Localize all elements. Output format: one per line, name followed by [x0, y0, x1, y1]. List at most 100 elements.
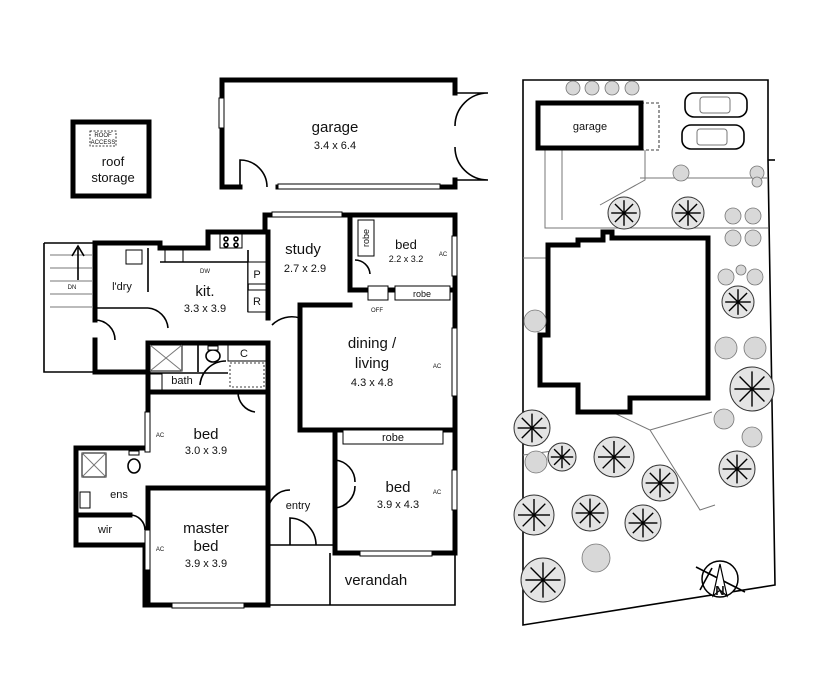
- tree-icon: [571, 494, 609, 532]
- bath-area: C bath: [145, 340, 271, 413]
- robe-small-label: robe: [361, 229, 371, 247]
- study: study 2.7 x 2.9: [271, 211, 343, 275]
- bed2-door: [354, 259, 371, 275]
- garage-side-door: [239, 159, 268, 188]
- roof-storage-label: roof: [102, 154, 125, 169]
- tree-icon: [513, 494, 555, 536]
- garage-size: 3.4 x 6.4: [314, 140, 356, 152]
- living-ac: AC: [433, 364, 442, 370]
- north-label: N: [715, 583, 724, 598]
- dining-living: AC dining / living 4.3 x 4.8: [348, 327, 458, 397]
- tree-icon: [718, 450, 756, 488]
- bed-2: robe robe OFF AC bed 2.2 x 3.2: [354, 219, 458, 314]
- bed4-ac: AC: [433, 490, 442, 496]
- kitchen: P R DW kit. 3.3 x 3.9: [160, 233, 301, 326]
- verandah-label: verandah: [345, 572, 408, 589]
- shrub-cluster: [523, 80, 767, 573]
- entry-label: entry: [286, 500, 311, 512]
- tree-icon: [513, 409, 551, 447]
- master-window-front: [171, 602, 245, 609]
- roof-access-label-2: ACCESS: [91, 140, 116, 146]
- master-label: master: [183, 520, 229, 537]
- robe-right-label: robe: [413, 289, 431, 299]
- stairs: DN: [50, 244, 92, 308]
- dishwasher-label: DW: [200, 269, 210, 275]
- study-size: 2.7 x 2.9: [284, 263, 326, 275]
- bed2-label: bed: [395, 237, 417, 252]
- bed-4: robe AC bed 3.9 x 4.3: [334, 429, 458, 557]
- front-door: [289, 517, 317, 546]
- robe-right: [394, 285, 451, 301]
- kitchen-label: kit.: [195, 283, 214, 300]
- ensuite-vanity: [79, 491, 91, 509]
- study-label: study: [285, 241, 321, 258]
- garage-window: [218, 97, 225, 129]
- tree-icon: [520, 557, 566, 603]
- bed3-window: [144, 411, 151, 453]
- master-suite: ens wir AC master bed 3.9 x 3.9: [73, 450, 245, 609]
- tree-icon: [641, 464, 679, 502]
- roof-access-label: ROOF: [94, 133, 112, 139]
- bed3-ac: AC: [156, 433, 165, 439]
- bath-door: [199, 360, 227, 386]
- tree-icon: [624, 504, 662, 542]
- tree-icon: [547, 442, 577, 472]
- entry-inner-door: [267, 489, 291, 513]
- cupboard-label: C: [240, 348, 248, 360]
- entry: entry verandah: [267, 489, 408, 589]
- office-nook: [367, 285, 389, 301]
- study-window: [271, 211, 343, 218]
- garage: garage 3.4 x 6.4: [218, 77, 489, 190]
- tree-cluster: [513, 196, 775, 603]
- roof-storage-label-2: storage: [91, 170, 134, 185]
- car-icon: [684, 92, 748, 118]
- site-house: [537, 229, 711, 415]
- wir-label: wir: [97, 524, 112, 536]
- stairs-arrow-icon: [71, 244, 85, 257]
- fridge-label: R: [253, 296, 261, 308]
- pantry-label: P: [253, 269, 260, 281]
- laundry-exit-door: [94, 319, 116, 341]
- living-label: dining /: [348, 335, 397, 352]
- roof-access-hatch: [89, 130, 117, 147]
- off-label: OFF: [371, 308, 383, 314]
- tree-icon: [729, 366, 775, 412]
- laundry-trough: [125, 249, 143, 265]
- master-ac: AC: [156, 547, 165, 553]
- garage-rear-doors: [454, 92, 489, 181]
- bed2-window: [451, 235, 458, 277]
- laundry-door: [147, 307, 169, 329]
- bath-label: bath: [171, 375, 192, 387]
- laundry-label: l'dry: [112, 281, 132, 293]
- living-size: 4.3 x 4.8: [351, 377, 393, 389]
- bed4-size: 3.9 x 4.3: [377, 499, 419, 511]
- fridge-space: [247, 289, 267, 313]
- site-garage-label: garage: [573, 121, 607, 133]
- cooktop: [219, 233, 243, 249]
- site-boundary: [522, 79, 776, 626]
- bed4-doors: [334, 459, 356, 509]
- ensuite-label: ens: [110, 489, 128, 501]
- robe-center-label: robe: [382, 432, 404, 444]
- car-icon: [681, 124, 745, 150]
- bed4-window-front: [359, 550, 433, 557]
- pantry: [247, 261, 267, 285]
- site-plan: garage N: [513, 79, 776, 626]
- living-window: [451, 327, 458, 397]
- bath-vanity: [149, 373, 163, 391]
- ensuite-toilet: [127, 458, 141, 474]
- stairs-label: DN: [68, 285, 77, 291]
- bed-3: AC bed 3.0 x 3.9: [144, 411, 227, 457]
- master-size: 3.9 x 3.9: [185, 558, 227, 570]
- cupboard: [227, 344, 267, 362]
- robe-small: [357, 219, 375, 257]
- bed4-label: bed: [385, 479, 410, 496]
- bed3-size: 3.0 x 3.9: [185, 445, 227, 457]
- linen: [229, 362, 265, 388]
- master-window-side: [144, 529, 151, 571]
- tree-icon: [607, 196, 641, 230]
- kitchen-sink: [164, 249, 184, 263]
- master-label-2: bed: [193, 538, 218, 555]
- bed4-window: [451, 469, 458, 511]
